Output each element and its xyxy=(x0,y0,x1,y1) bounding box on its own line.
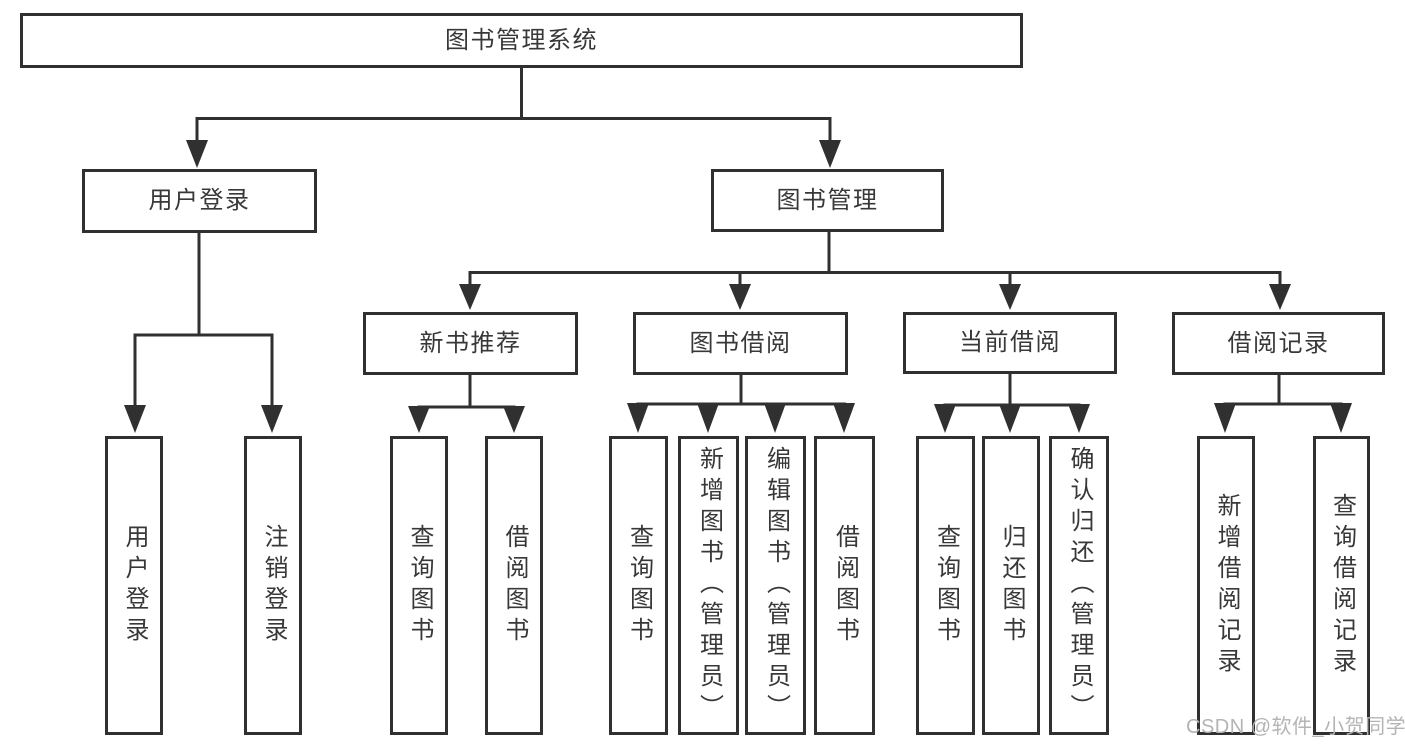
node-new-book-recommend: 新书推荐 xyxy=(363,312,578,375)
leaf-borrow-books: 借阅图书 xyxy=(814,436,875,735)
node-label: 新增借阅记录 xyxy=(1213,492,1240,679)
node-label: 图书管理 xyxy=(776,186,879,214)
watermark: CSDN @软件_小贺同学 xyxy=(1186,716,1405,738)
node-label: 编辑图书（管理员） xyxy=(762,446,790,725)
node-label: 确认归还（管理员） xyxy=(1066,446,1093,725)
node-label: 图书管理系统 xyxy=(445,26,598,54)
node-label: 当前借阅 xyxy=(959,329,1061,356)
connector-book-borrow-children xyxy=(627,375,855,433)
node-label: 借阅记录 xyxy=(1227,329,1330,357)
leaf-user-login: 用户登录 xyxy=(105,436,163,735)
leaf-add-borrow-record: 新增借阅记录 xyxy=(1197,436,1255,735)
node-label: 查询图书 xyxy=(932,523,960,648)
node-label: 用户登录 xyxy=(148,187,251,214)
leaf-query-borrow-record: 查询借阅记录 xyxy=(1313,436,1370,735)
node-library-system: 图书管理系统 xyxy=(20,13,1023,68)
node-current-borrow: 当前借阅 xyxy=(903,312,1117,374)
leaf-query-books-recommend: 查询图书 xyxy=(390,436,448,735)
node-user-login: 用户登录 xyxy=(82,169,317,233)
connector-new-book-recommend-children xyxy=(408,375,525,433)
leaf-borrow-books-recommend: 借阅图书 xyxy=(485,436,543,735)
leaf-query-books-current: 查询图书 xyxy=(916,436,975,735)
node-label: 查询借阅记录 xyxy=(1328,492,1356,679)
leaf-query-books-borrow: 查询图书 xyxy=(609,436,668,735)
connector-book-management-children xyxy=(459,232,1291,310)
leaf-confirm-return-admin: 确认归还（管理员） xyxy=(1049,436,1109,735)
node-label: 图书借阅 xyxy=(689,329,792,357)
connector-current-borrow-children xyxy=(934,374,1090,433)
node-label: 注销登录 xyxy=(260,523,287,648)
node-label: 新书推荐 xyxy=(419,329,522,357)
node-book-borrow: 图书借阅 xyxy=(633,312,848,375)
connector-borrow-records-children xyxy=(1214,375,1352,433)
node-borrow-records: 借阅记录 xyxy=(1172,312,1385,375)
node-label: 归还图书 xyxy=(998,523,1025,648)
node-book-management: 图书管理 xyxy=(711,169,944,232)
node-label: 借阅图书 xyxy=(501,523,528,648)
leaf-add-book-admin: 新增图书（管理员） xyxy=(678,436,739,735)
leaf-return-book: 归还图书 xyxy=(982,436,1040,735)
leaf-edit-book-admin: 编辑图书（管理员） xyxy=(745,436,806,735)
node-label: 用户登录 xyxy=(121,523,148,648)
node-label: 新增图书（管理员） xyxy=(695,446,723,725)
leaf-logout: 注销登录 xyxy=(244,436,302,735)
node-label: 查询图书 xyxy=(625,523,653,648)
connector-user-login-children xyxy=(124,233,283,433)
connector-root-to-level2 xyxy=(186,67,841,168)
node-label: 借阅图书 xyxy=(831,523,859,648)
node-label: 查询图书 xyxy=(406,523,433,648)
